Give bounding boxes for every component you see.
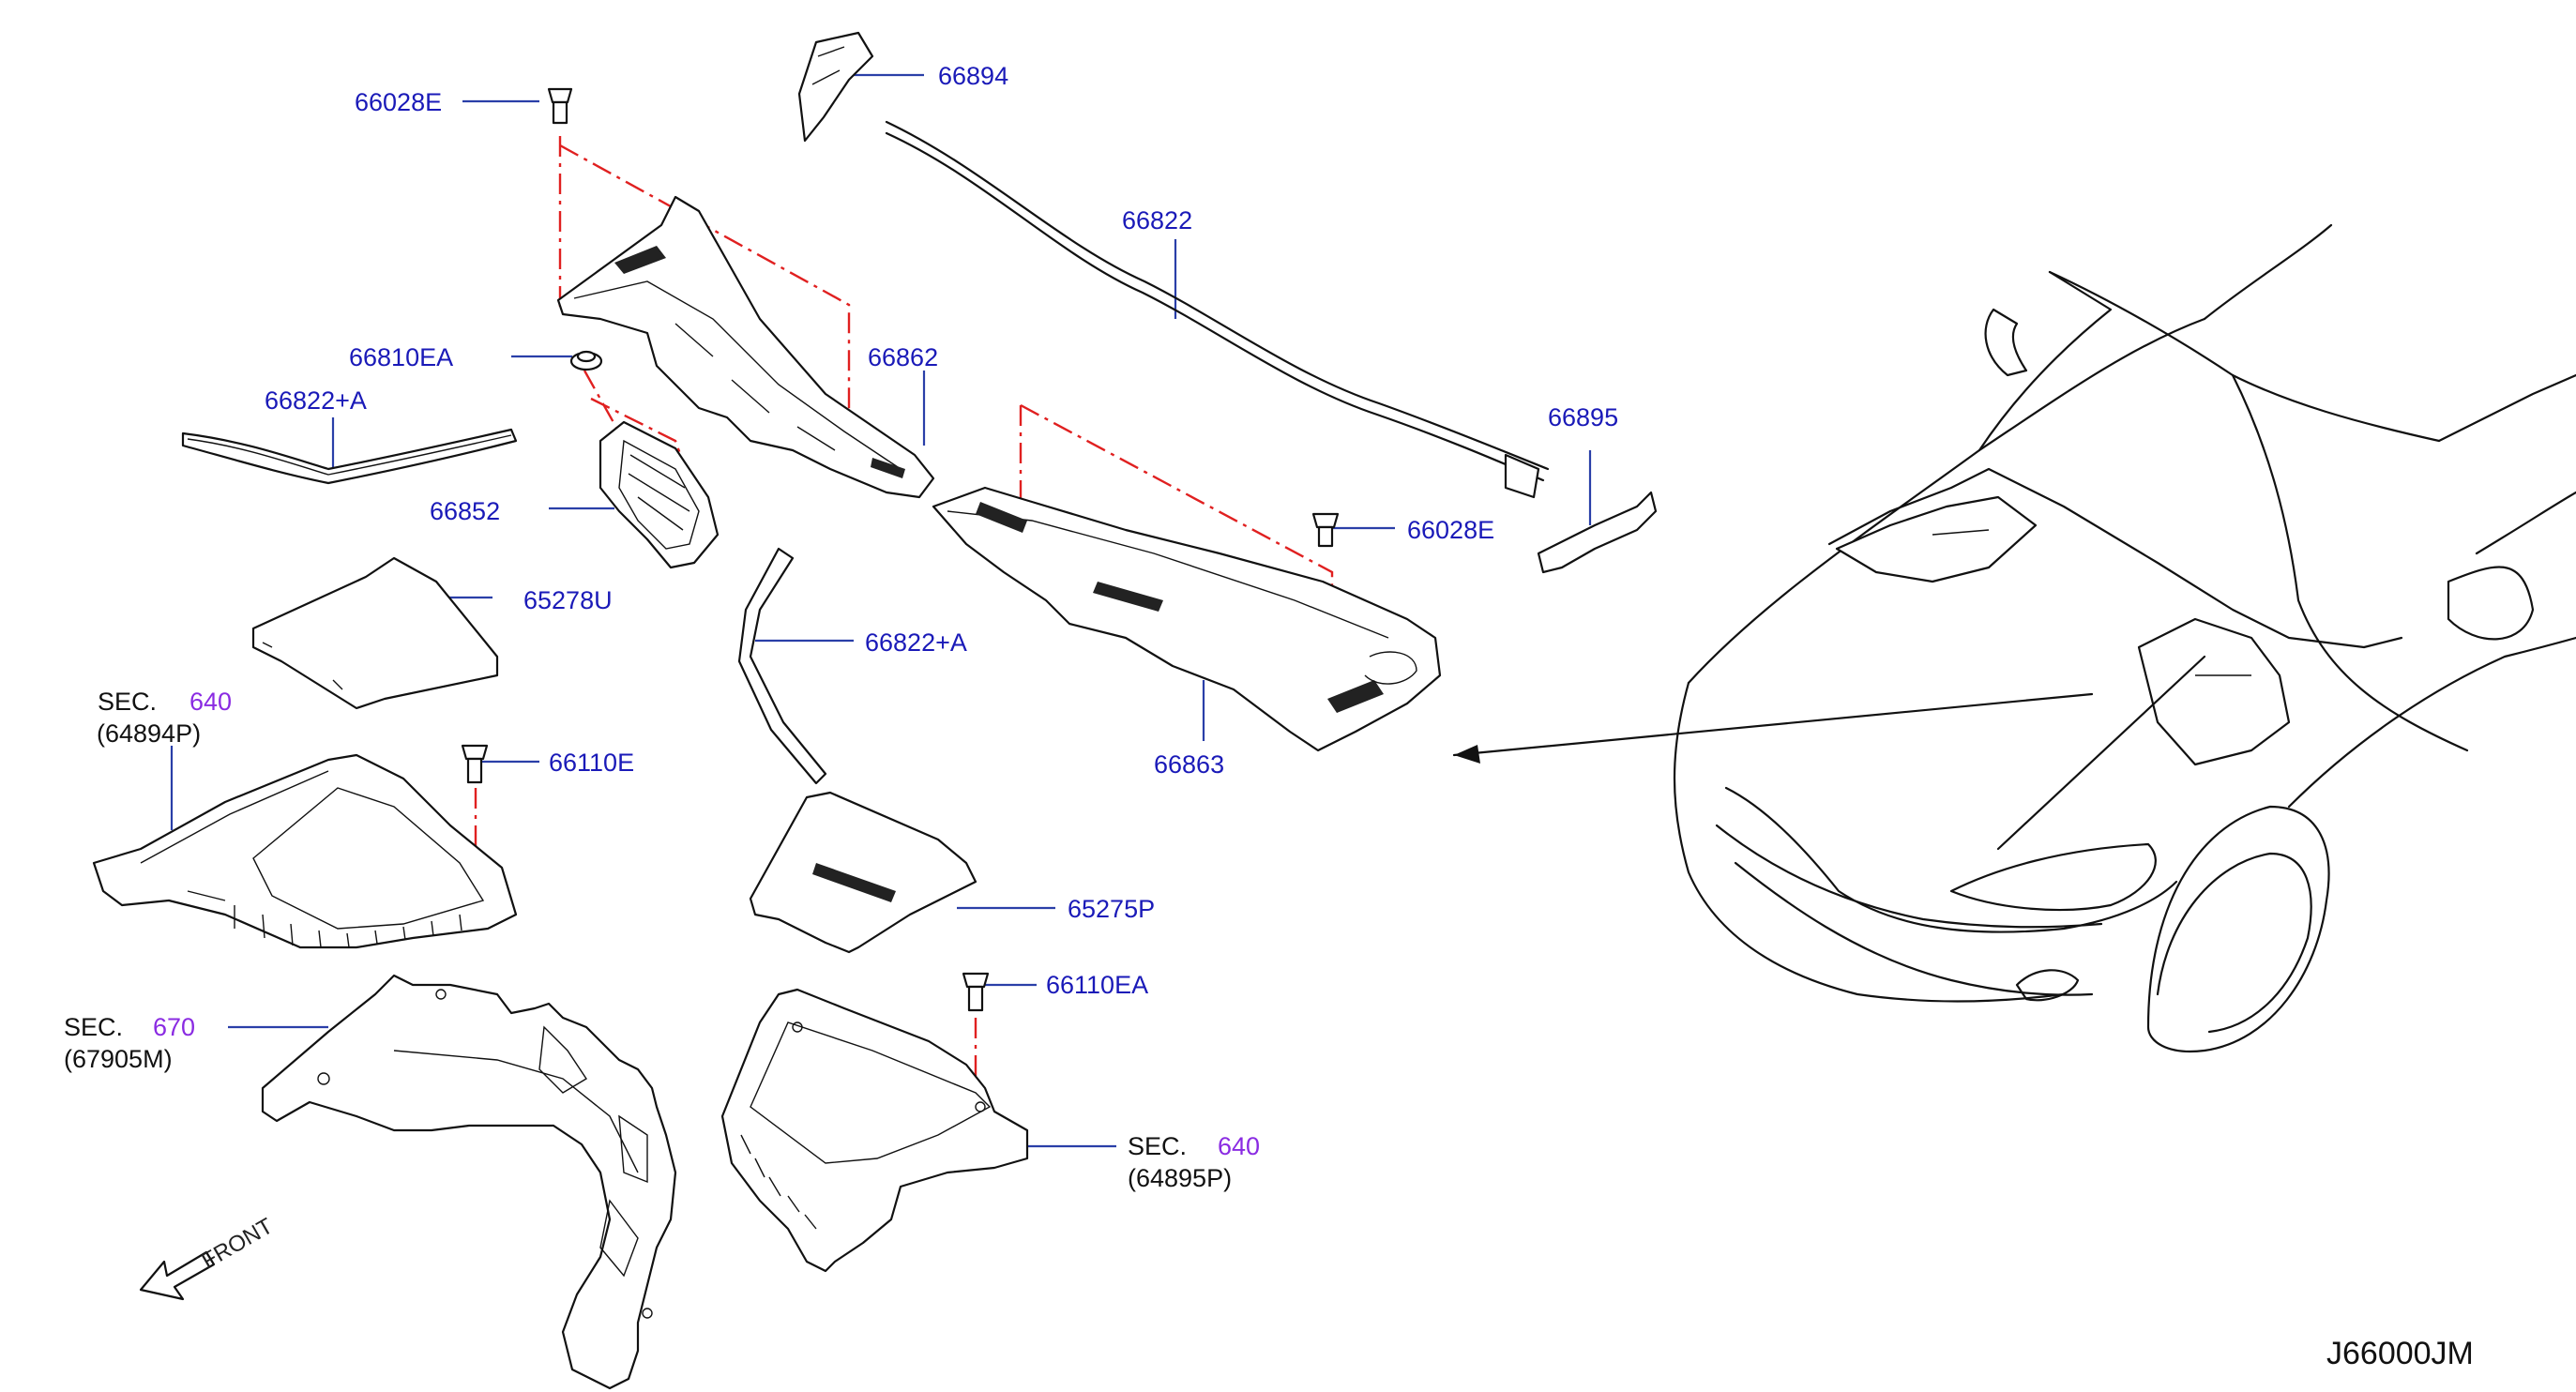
label-66110ea: 66110EA [1046, 971, 1149, 999]
part-66822a-strip-upper [181, 428, 518, 485]
label-66028e-left: 66028E [355, 88, 443, 116]
clip-66028e-left [547, 87, 573, 125]
label-66895: 66895 [1548, 403, 1619, 431]
part-66822a-strip-vertical [737, 547, 827, 785]
part-65278u-cover [251, 556, 499, 710]
part-66852-bracket [599, 420, 720, 569]
diagram-code: J66000JM [2326, 1336, 2474, 1371]
part-66862-cowl-top-lh [556, 195, 935, 499]
leader-lines [170, 73, 1592, 1148]
part-65275p-cover [749, 791, 977, 954]
clip-66110ea [962, 972, 990, 1012]
grommet-66810ea [569, 350, 603, 371]
label-66822a-upper: 66822+A [265, 386, 367, 415]
label-66822: 66822 [1122, 206, 1193, 235]
label-sec670-sub: (67905M) [64, 1045, 173, 1073]
label-sec640-a-prefix: SEC. [98, 688, 158, 716]
car-illustration [1452, 223, 2576, 1053]
label-65275p: 65275P [1068, 895, 1156, 923]
label-sec640-a-number: 640 [189, 688, 233, 716]
label-sec640-a-sub: (64894P) [97, 719, 202, 748]
label-65278u: 65278U [523, 586, 613, 614]
label-66822a-vertical: 66822+A [865, 628, 967, 657]
front-arrow-icon [139, 1250, 216, 1301]
label-66863: 66863 [1154, 750, 1225, 779]
part-64894p-cowl-panel [92, 753, 518, 949]
label-sec640-b-number: 640 [1218, 1132, 1261, 1160]
part-64895p-cowl-panel [720, 988, 1029, 1273]
label-sec640-b-sub: (64895P) [1128, 1164, 1233, 1192]
part-66822-weatherstrip [885, 120, 1550, 499]
clip-66110e [461, 744, 489, 784]
part-67905m-housing [261, 974, 677, 1390]
part-66894-seal [797, 31, 874, 143]
label-66110e: 66110E [549, 749, 635, 777]
label-66894: 66894 [938, 62, 1009, 90]
label-66852: 66852 [430, 497, 501, 525]
label-66862: 66862 [868, 343, 939, 371]
label-66810ea: 66810EA [349, 343, 454, 371]
part-66863-cowl-top-rh [932, 486, 1442, 752]
label-sec640-b-prefix: SEC. [1128, 1132, 1188, 1160]
clip-66028e-right [1311, 512, 1340, 548]
label-sec670-prefix: SEC. [64, 1013, 124, 1041]
label-66028e-right: 66028E [1407, 516, 1495, 544]
label-sec670-number: 670 [153, 1013, 196, 1041]
part-66895-seal [1537, 491, 1658, 574]
